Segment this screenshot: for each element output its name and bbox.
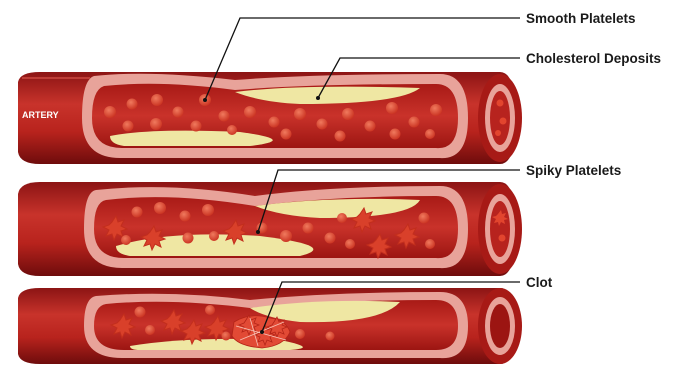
artery-label: ARTERY [22, 110, 59, 120]
label-smooth-platelets: Smooth Platelets [526, 11, 636, 26]
artery-healthy: ARTERY [18, 72, 522, 164]
leader-lines [205, 18, 520, 332]
artery-clot [18, 288, 522, 364]
label-spiky-platelets: Spiky Platelets [526, 163, 621, 178]
label-cholesterol-deposits: Cholesterol Deposits [526, 51, 661, 66]
label-clot: Clot [526, 275, 553, 290]
